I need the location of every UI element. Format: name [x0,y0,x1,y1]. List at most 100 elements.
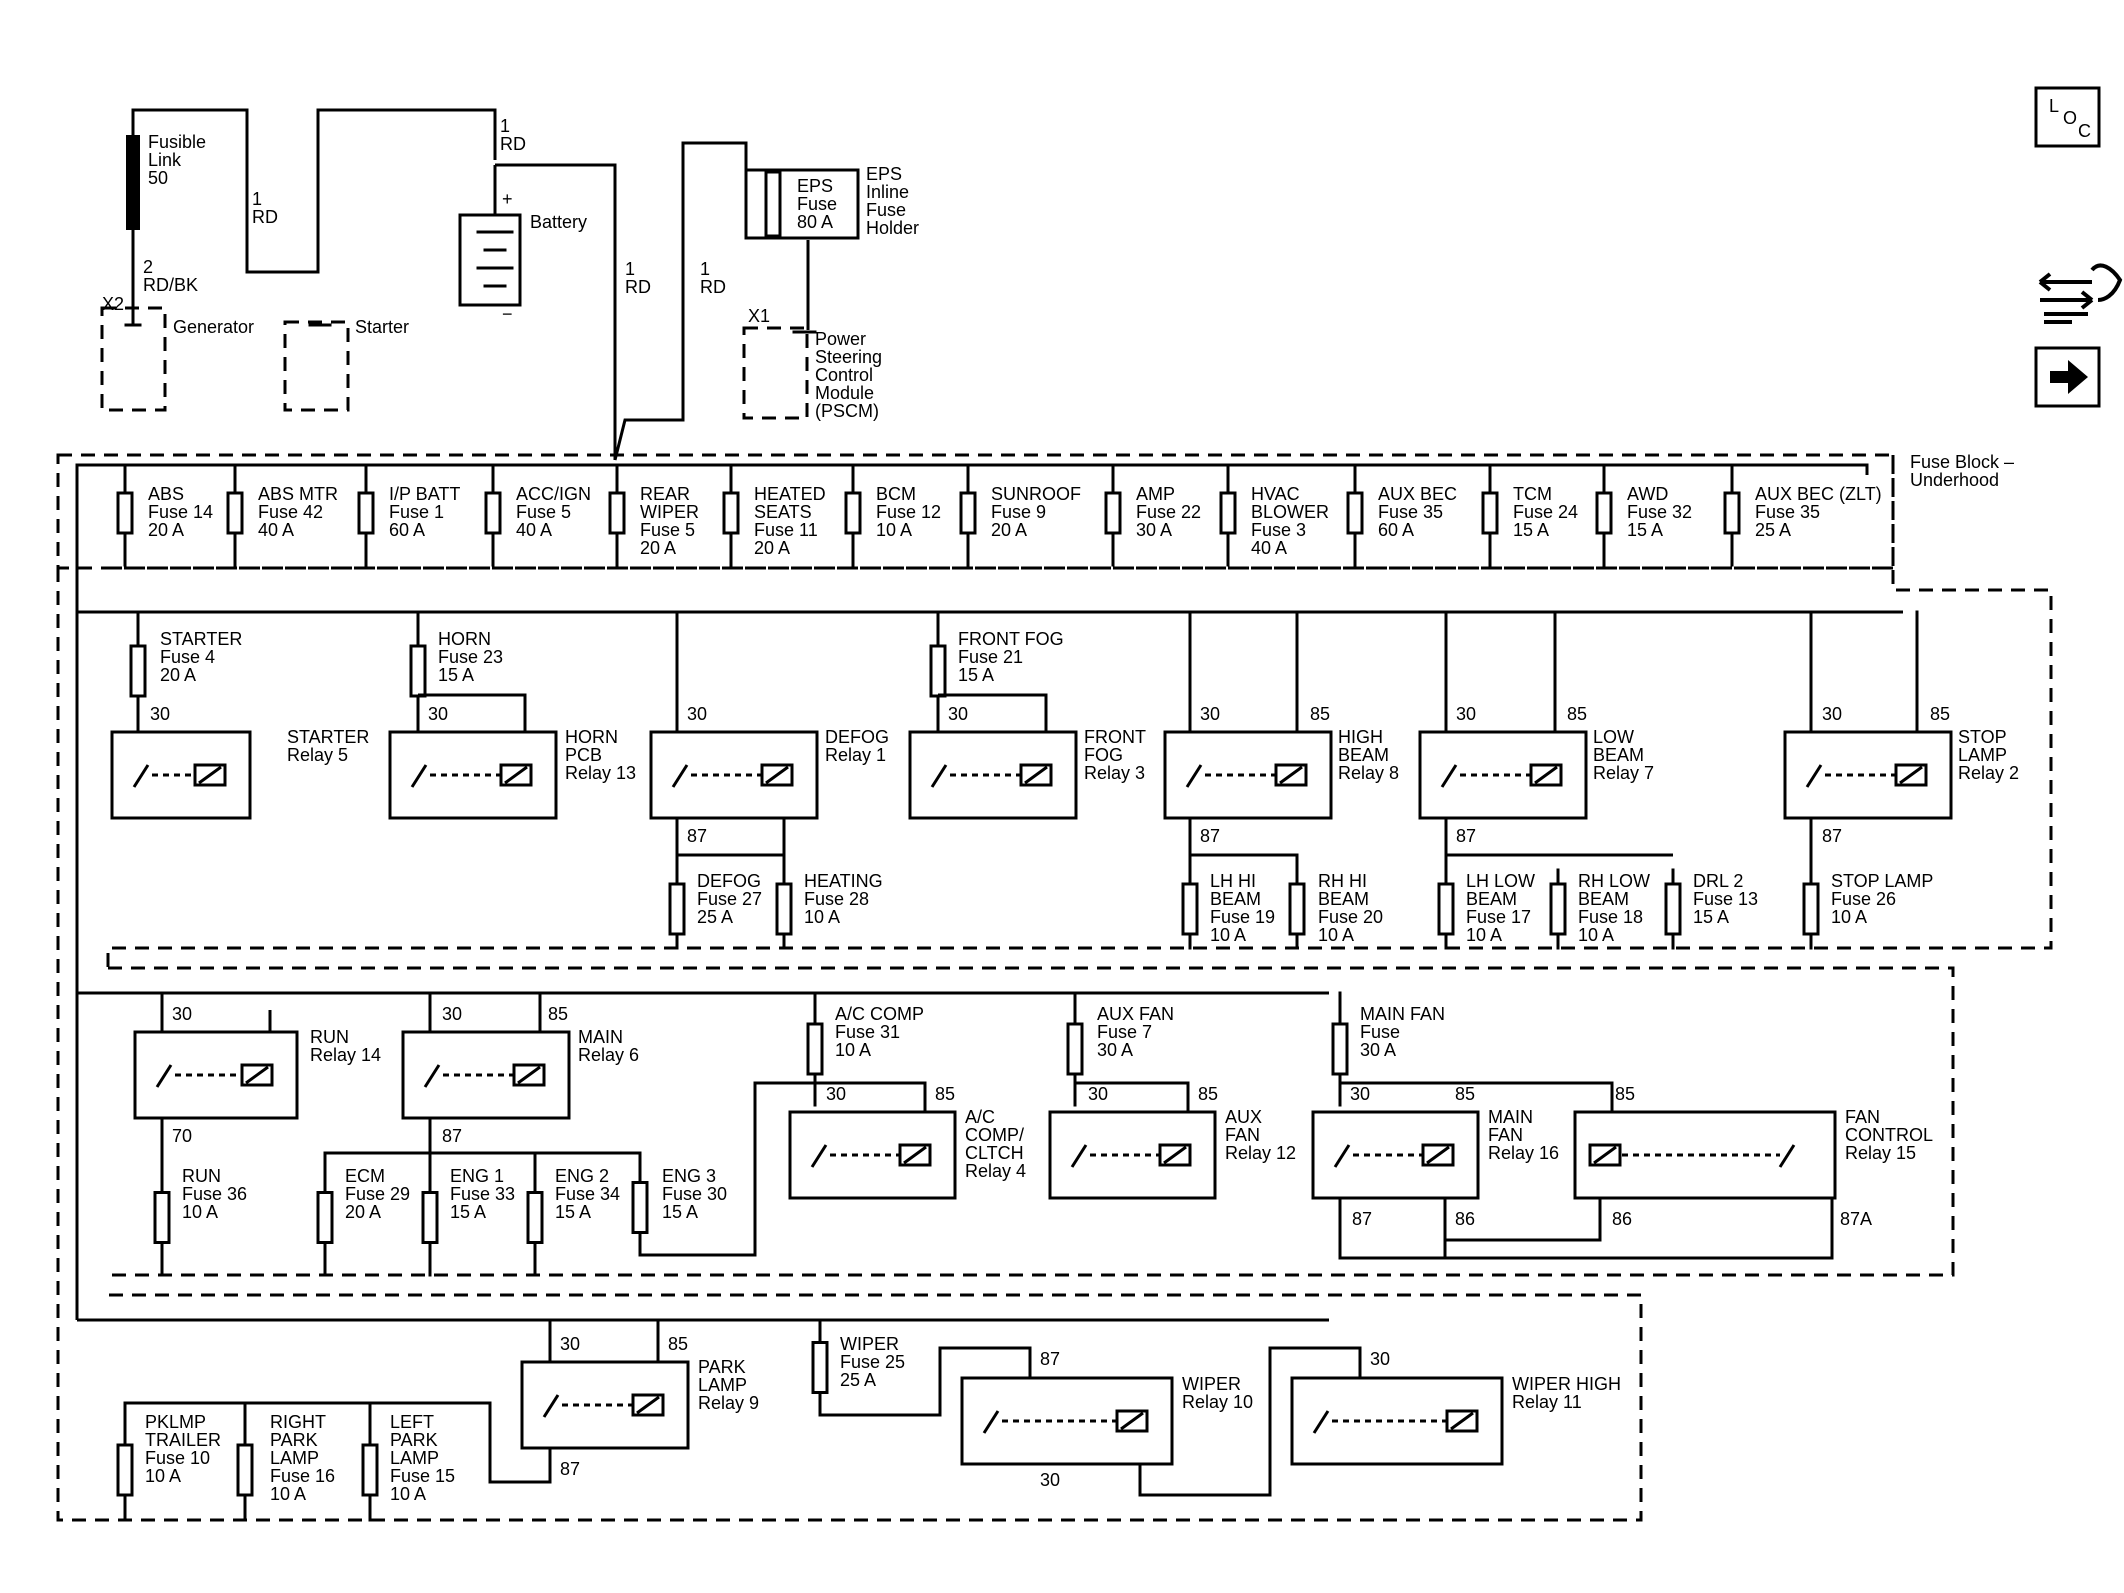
row1-fuse-3 [357,491,375,535]
fuse-heating-label-line-2: Fuse 28 [804,889,869,909]
pin-high-85: 85 [1310,704,1330,724]
row1-fuse-label-13-line-1: AWD [1627,484,1668,504]
fuse-ecm [316,1191,334,1244]
pin-horn-30: 30 [428,704,448,724]
fuse-lhhi-label-line-2: BEAM [1210,889,1261,909]
fuse-rhlow-label-line-2: BEAM [1578,889,1629,909]
pin-fanctrl-86: 86 [1612,1209,1632,1229]
relay-horn-label-line-3: Relay 13 [565,763,636,783]
row1-fuse-label-7-line-1: BCM [876,484,916,504]
fuse-stoplamp [1802,882,1820,936]
fuse-mainfan-label-line-2: Fuse [1360,1022,1400,1042]
relay-starter-label-line-1: STARTER [287,727,369,747]
fuse-stoplamp-label-line-2: Fuse 26 [1831,889,1896,909]
relay-fanctrl-label-line-3: Relay 15 [1845,1143,1916,1163]
fuse-horn-label-line-1: HORN [438,629,491,649]
relay-wiperhigh-label-line-2: Relay 11 [1512,1392,1582,1412]
fuse-defog-label-line-2: Fuse 27 [697,889,762,909]
row1-fuse-4 [484,491,502,535]
row1-fuse-label-12-line-1: TCM [1513,484,1552,504]
row1-fuse-label-6-line-2: SEATS [754,502,812,522]
fuse-rhhi-label-line-1: RH HI [1318,871,1367,891]
row1-fuse-6 [722,491,740,535]
fuse-ecm-label-line-2: Fuse 29 [345,1184,410,1204]
fuse-eng1 [421,1191,439,1244]
row1-fuse-label-12-line-2: Fuse 24 [1513,502,1578,522]
pin-main-85: 85 [548,1004,568,1024]
relay-lowbeam-label-line-3: Relay 7 [1593,763,1654,783]
relay-wiperhigh-label-line-1: WIPER HIGH [1512,1374,1621,1394]
relay-highbeam-label-line-3: Relay 8 [1338,763,1399,783]
fuse-rightpark-label-line-3: LAMP [270,1448,319,1468]
relay-ac-label-line-3: CLTCH [965,1143,1024,1163]
fuse-rhhi-label-line-2: BEAM [1318,889,1369,909]
row1-fuse-11 [1346,491,1364,535]
fuse-starter-label-line-1: STARTER [160,629,242,649]
relay-ac-label-line-4: Relay 4 [965,1161,1026,1181]
next-arrow-button[interactable] [2034,346,2101,408]
relay-ac-label-line-2: COMP/ [965,1125,1024,1145]
wire-2rdbk-line-1: 2 [143,257,153,277]
row1-fuse-label-4-line-2: Fuse 5 [516,502,571,522]
loc-c-label: C [2078,121,2091,141]
fuse-rhlow-label-line-1: RH LOW [1578,871,1650,891]
pin-stop-85: 85 [1930,704,1950,724]
fuse-leftpark-label-line-1: LEFT [390,1412,434,1432]
fuse-heating-label-line-3: 10 A [804,907,840,927]
fuse-pklmp [116,1443,134,1497]
relay-mainfan-label-line-3: Relay 16 [1488,1143,1559,1163]
relay-fanctrl-label-line-2: CONTROL [1845,1125,1933,1145]
fuse-starter [129,644,147,698]
location-button[interactable]: L O C [2034,86,2101,148]
fuse-lhhi-label-line-1: LH HI [1210,871,1256,891]
pin-fanctrl-87a: 87A [1840,1209,1872,1229]
pin-wiperhigh-30: 30 [1370,1349,1390,1369]
row1-fuse-label-12-line-3: 15 A [1513,520,1549,540]
repair-tool-icon[interactable] [2038,263,2123,324]
relay-ac [788,1110,957,1200]
pin-frontfog-30: 30 [948,704,968,724]
fuse-eng2-label-line-2: Fuse 34 [555,1184,620,1204]
relay-park-label-line-2: LAMP [698,1375,747,1395]
eps-fuse-label-line-1: EPS [797,176,833,196]
fuse-defog-label-line-1: DEFOG [697,871,761,891]
relay-fanctrl-label-line-1: FAN [1845,1107,1880,1127]
fuse-drl-label-line-2: Fuse 13 [1693,889,1758,909]
relay-main-label-line-1: MAIN [578,1027,623,1047]
pin-mfan-30: 30 [1350,1084,1370,1104]
relay-starter [110,730,252,820]
row1-fuse-label-2-line-2: Fuse 42 [258,502,323,522]
pin-run-70: 70 [172,1126,192,1146]
pin-aux-85: 85 [1198,1084,1218,1104]
fuse-leftpark-label-line-3: LAMP [390,1448,439,1468]
fuse-starter-label-line-3: 20 A [160,665,196,685]
row1-fuse-label-5-line-1: REAR [640,484,690,504]
fuse-rightpark-label-line-4: Fuse 16 [270,1466,335,1486]
pin-low-30: 30 [1456,704,1476,724]
row1-fuse-8 [959,491,977,535]
eps-fuse-label-line-2: Fuse [797,194,837,214]
eps-holder-label-line-1: EPS [866,164,902,184]
row1-fuse-2 [226,491,244,535]
eps-holder-label-line-2: Inline [866,182,909,202]
row1-fuse-label-2-line-3: 40 A [258,520,294,540]
row1-fuse-label-3-line-3: 60 A [389,520,425,540]
fuse-stoplamp-label-line-3: 10 A [1831,907,1867,927]
relay-stoplamp-label-line-1: STOP [1958,727,2007,747]
fuse-heating [775,882,793,936]
fuse-ecm-label-line-3: 20 A [345,1202,381,1222]
fuse-frontfog-label-line-2: Fuse 21 [958,647,1023,667]
fuse-eng2-label-line-3: 15 A [555,1202,591,1222]
row1-fuse-label-8-line-2: Fuse 9 [991,502,1046,522]
relay-stoplamp-label-line-3: Relay 2 [1958,763,2019,783]
row1-fuse-label-13-line-2: Fuse 32 [1627,502,1692,522]
fuse-eng1-label-line-1: ENG 1 [450,1166,504,1186]
battery-label-line-1: Battery [530,212,587,232]
pin-high-87: 87 [1200,826,1220,846]
row1-fuse-label-10-line-4: 40 A [1251,538,1287,558]
pscm-label-line-4: Module [815,383,874,403]
fuse-wiper [811,1341,829,1394]
fuse-frontfog-label-line-1: FRONT FOG [958,629,1064,649]
fuse-pklmp-label-line-3: Fuse 10 [145,1448,210,1468]
wire-1rd-rear-line-1: 1 [625,259,635,279]
